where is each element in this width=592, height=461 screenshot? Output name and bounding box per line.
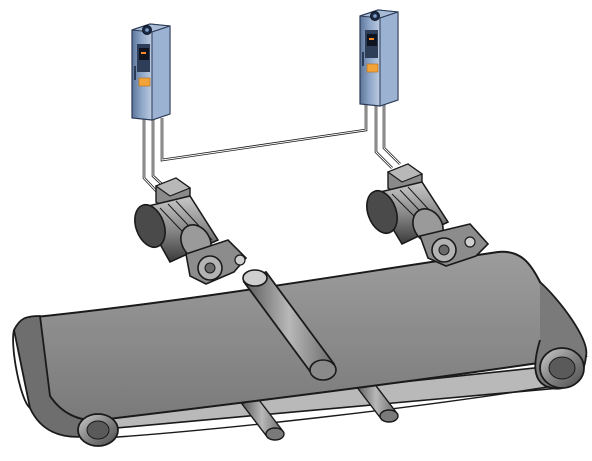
conveyor-belt-icon (12, 250, 588, 447)
cable-right-b (382, 104, 401, 165)
variable-frequency-drive-icon (131, 23, 171, 121)
motor-right (366, 163, 490, 267)
wiring (142, 104, 401, 196)
electric-motor-icon (134, 177, 248, 285)
roller-end-right (534, 281, 588, 390)
roller-lower-2 (354, 377, 399, 423)
drive-left (131, 23, 171, 121)
roller-upper (242, 269, 337, 381)
drive-right (359, 9, 399, 107)
roller-front-left (77, 413, 119, 447)
variable-frequency-drive-icon (359, 9, 399, 107)
roller-lower-1 (240, 395, 285, 441)
cable-left-b (151, 118, 169, 191)
electric-motor-icon (366, 163, 490, 267)
cable-link (160, 104, 368, 162)
motor-left (134, 177, 248, 285)
